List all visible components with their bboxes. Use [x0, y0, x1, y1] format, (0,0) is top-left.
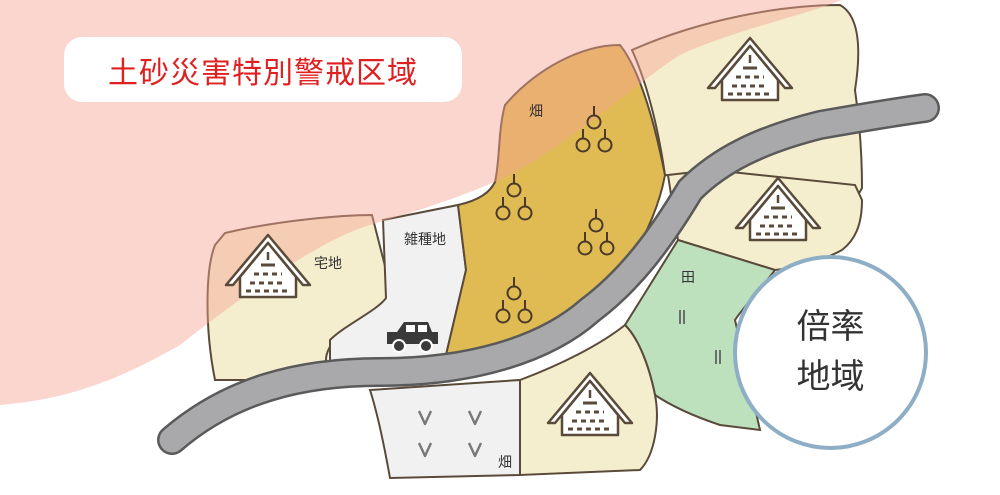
rice-field-mark-icon	[679, 310, 721, 364]
warning-zone-title: 土砂災害特別警戒区域	[108, 55, 418, 91]
label-residential: 宅地	[314, 256, 342, 272]
parcel-house-topright	[630, 3, 864, 217]
multiplier-area-badge: 倍率 地域	[733, 255, 928, 450]
badge-line-1: 倍率	[796, 307, 865, 348]
label-rice-field: 田	[681, 270, 695, 286]
warning-zone-title-box: 土砂災害特別警戒区域	[64, 37, 462, 102]
label-field-bottom: 畑	[498, 455, 512, 471]
label-misc-land: 雑種地	[404, 232, 446, 248]
label-field-top: 畑	[529, 104, 543, 120]
badge-line-2: 地域	[796, 356, 865, 397]
car-icon	[387, 322, 438, 353]
parcel-field-bottom	[368, 378, 521, 480]
